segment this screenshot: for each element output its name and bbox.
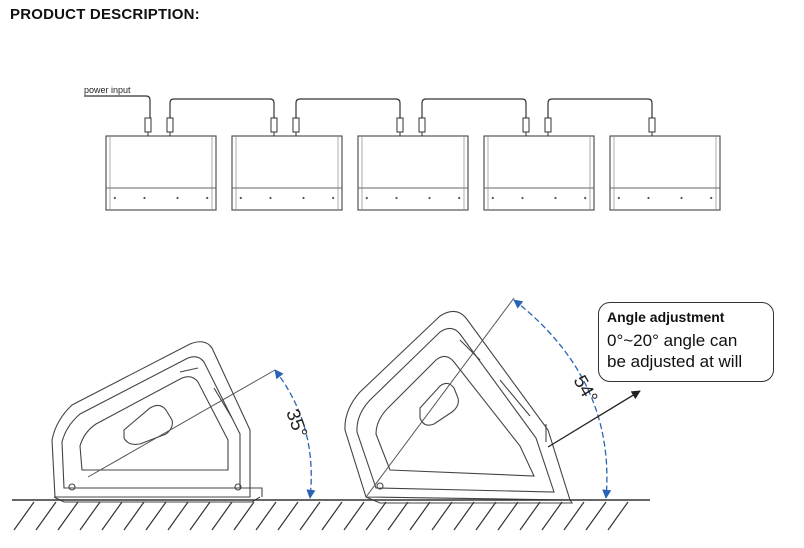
angle-adjustment-callout: Angle adjustment 0°~20° angle can be adj… (598, 302, 774, 382)
chain-unit-4 (483, 135, 595, 211)
chain-connector (270, 117, 278, 133)
ground-hatch-line (123, 501, 145, 531)
chain-unit-screw (458, 196, 461, 200)
chain-unit-2 (231, 135, 343, 211)
chain-unit-screw (680, 196, 683, 200)
ground-hatch-line (365, 501, 387, 531)
ground-hatch-line (453, 501, 475, 531)
page-title: PRODUCT DESCRIPTION: (10, 6, 200, 23)
chain-unit-screw (617, 196, 620, 200)
ground-hatch-line (409, 501, 431, 531)
left-reference-line (87, 369, 276, 478)
ground-hatch-line (431, 501, 453, 531)
callout-line-1: 0°~20° angle can (607, 331, 738, 350)
callout-body: 0°~20° angle can be adjusted at will (607, 330, 765, 372)
ground-hatch-line (189, 501, 211, 531)
chain-unit-screw (710, 196, 713, 200)
chain-unit-screw (365, 196, 368, 200)
chain-cable (295, 98, 401, 118)
speaker-right (344, 310, 574, 504)
chain-connector (292, 117, 300, 133)
chain-unit-screw (647, 196, 650, 200)
chain-unit-1 (105, 135, 217, 211)
ground-hatch-line (475, 501, 497, 531)
chain-unit-3 (357, 135, 469, 211)
chain-cable (547, 98, 653, 118)
ground-hatch-line (145, 501, 167, 531)
chain-connector (648, 117, 656, 133)
power-input-label: power input (84, 85, 131, 95)
ground-hatch-line (35, 501, 57, 531)
ground-hatching (13, 501, 629, 531)
chain-connector (418, 117, 426, 133)
chain-unit-screw (332, 196, 335, 200)
ground-hatch-line (277, 501, 299, 531)
chain-unit-screw (239, 196, 242, 200)
power-input-cable (84, 95, 151, 118)
ground-hatch-line (343, 501, 365, 531)
chain-unit-screw (521, 196, 524, 200)
chain-unit-screw (302, 196, 305, 200)
chain-connector (144, 117, 152, 133)
right-angle-arc (513, 299, 612, 499)
callout-pointer-arrow (547, 390, 641, 448)
ground-hatch-line (255, 501, 277, 531)
ground-hatch-line (57, 501, 79, 531)
chain-connector (544, 117, 552, 133)
chain-unit-screw (554, 196, 557, 200)
chain-cable (421, 98, 527, 118)
callout-title: Angle adjustment (607, 309, 725, 325)
daisy-chain-diagram (105, 98, 721, 211)
ground-hatch-line (497, 501, 519, 531)
callout-line-2: be adjusted at will (607, 352, 743, 371)
chain-unit-screw (428, 196, 431, 200)
ground-hatch-line (387, 501, 409, 531)
ground-hatch-line (101, 501, 123, 531)
chain-cable (169, 98, 275, 118)
ground-hatch-line (233, 501, 255, 531)
chain-unit-screw (176, 196, 179, 200)
chain-unit-screw (113, 196, 116, 200)
right-angle-label: 54° (569, 372, 602, 407)
ground-hatch-line (607, 501, 629, 531)
right-reference-line (365, 297, 515, 498)
left-angle-arc (274, 369, 316, 499)
ground-hatch-line (79, 501, 101, 531)
chain-unit-screw (584, 196, 587, 200)
ground-hatch-line (211, 501, 233, 531)
ground-hatch-line (299, 501, 321, 531)
ground-hatch-line (321, 501, 343, 531)
ground-hatch-line (541, 501, 563, 531)
chain-unit-screw (491, 196, 494, 200)
ground-hatch-line (585, 501, 607, 531)
chain-unit-screw (206, 196, 209, 200)
chain-unit-5 (609, 135, 721, 211)
chain-connector (522, 117, 530, 133)
ground-hatch-line (563, 501, 585, 531)
chain-unit-screw (143, 196, 146, 200)
chain-connector (166, 117, 174, 133)
ground-hatch-line (13, 501, 35, 531)
chain-connector (396, 117, 404, 133)
ground-hatch-line (519, 501, 541, 531)
speaker-left (51, 341, 263, 503)
chain-unit-screw (395, 196, 398, 200)
chain-unit-screw (269, 196, 272, 200)
ground-hatch-line (167, 501, 189, 531)
